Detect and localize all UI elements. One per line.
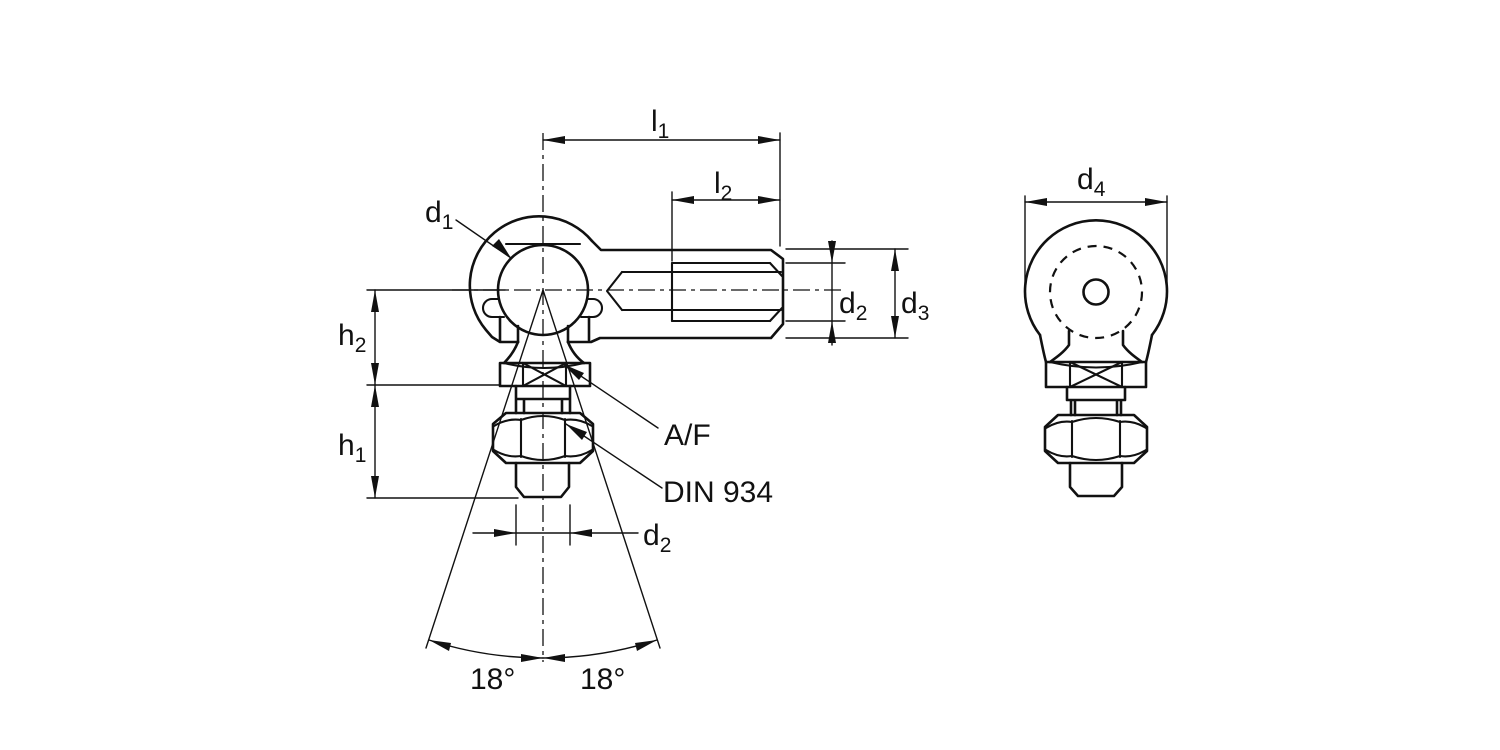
dim-label-d2-stud: d2 [643, 519, 671, 557]
af-leader-arrow [563, 364, 584, 380]
dim-label-d4: d4 [1077, 163, 1106, 201]
dim-label-d2-side: d2 [839, 287, 867, 325]
angle-arrow-right-end [635, 640, 657, 651]
angle-label-left: 18° [470, 663, 515, 696]
note-din934: DIN 934 [565, 423, 773, 509]
stud-shank [514, 384, 572, 415]
note-af: A/F [562, 363, 711, 452]
d4-arrow-left [1025, 198, 1047, 206]
front-flats-band [1044, 360, 1148, 389]
dim-label-h2: h2 [338, 319, 366, 357]
d2-stud-arrow-right [570, 529, 592, 537]
housing-outline [468, 215, 594, 344]
d1-leader-arrow [492, 239, 511, 258]
front-housing-circle [1023, 219, 1169, 337]
af-label: A/F [664, 419, 711, 452]
front-hex-nut [1043, 413, 1149, 465]
dimension-d4: d4 [1024, 163, 1168, 291]
angle-arrow-right-center [543, 654, 565, 662]
dim-label-l2: l2 [714, 167, 732, 205]
swivel-angle-dimension: 18° 18° [425, 289, 661, 696]
d3-arrow-bottom [891, 316, 899, 338]
dim-label-h1: h1 [338, 429, 366, 467]
dimension-h2: h2 [338, 289, 506, 386]
front-center-hole [1082, 278, 1110, 306]
dimension-d2-side: d2 [785, 240, 867, 346]
cone-line-left [425, 289, 544, 649]
dimension-l1: l1 [542, 105, 781, 247]
flare-right [566, 340, 586, 365]
flare-base-arc [502, 361, 586, 370]
l1-arrow-left [543, 136, 565, 144]
l2-arrow-right [758, 196, 780, 204]
d4-arrow-right [1145, 198, 1167, 206]
h2-arrow-bottom [371, 363, 379, 385]
flats-band [498, 361, 592, 388]
d3-arrow-top [891, 249, 899, 271]
dimension-d2-stud: d2 [472, 504, 671, 557]
d2-arrow-top [828, 241, 836, 263]
l2-arrow-left [672, 196, 694, 204]
l1-arrow-right [758, 136, 780, 144]
dimension-d3: d3 [785, 248, 929, 339]
dim-label-d3: d3 [901, 287, 929, 325]
dimension-h1: h1 [338, 384, 519, 499]
h1-arrow-top [371, 385, 379, 407]
d2-arrow-bottom [828, 321, 836, 343]
front-stud-thread [1068, 461, 1124, 498]
din934-leader-arrow [566, 424, 587, 440]
thread-end-chamfer [768, 261, 784, 323]
housing-ear-left [481, 297, 506, 319]
d2-stud-arrow-left [494, 529, 516, 537]
front-neck [1048, 329, 1144, 364]
h1-arrow-bottom [371, 476, 379, 498]
h2-arrow-top [371, 290, 379, 312]
front-shank [1065, 385, 1127, 417]
housing-ear-right [579, 297, 604, 319]
cone-line-right [542, 289, 661, 649]
angle-label-right: 18° [580, 663, 625, 696]
angle-arrow-left-end [429, 640, 451, 651]
dimension-d1: d1 [425, 196, 512, 259]
front-flare-base-arc [1048, 360, 1144, 369]
front-nut-chamfer-arcs [1044, 416, 1148, 462]
din934-label: DIN 934 [663, 476, 773, 509]
flare-left [502, 340, 520, 365]
front-ball-hidden-circle [1048, 244, 1144, 340]
front-view [1023, 219, 1169, 498]
side-view [468, 215, 785, 499]
dimension-l2: l2 [671, 167, 781, 262]
dim-label-l1: l1 [651, 105, 669, 143]
socket-body-outline [566, 239, 785, 344]
drill-cone [605, 270, 624, 312]
angle-arrow-left-center [521, 654, 543, 662]
dim-label-d1: d1 [425, 196, 453, 234]
front-housing-skirt [1038, 333, 1154, 364]
